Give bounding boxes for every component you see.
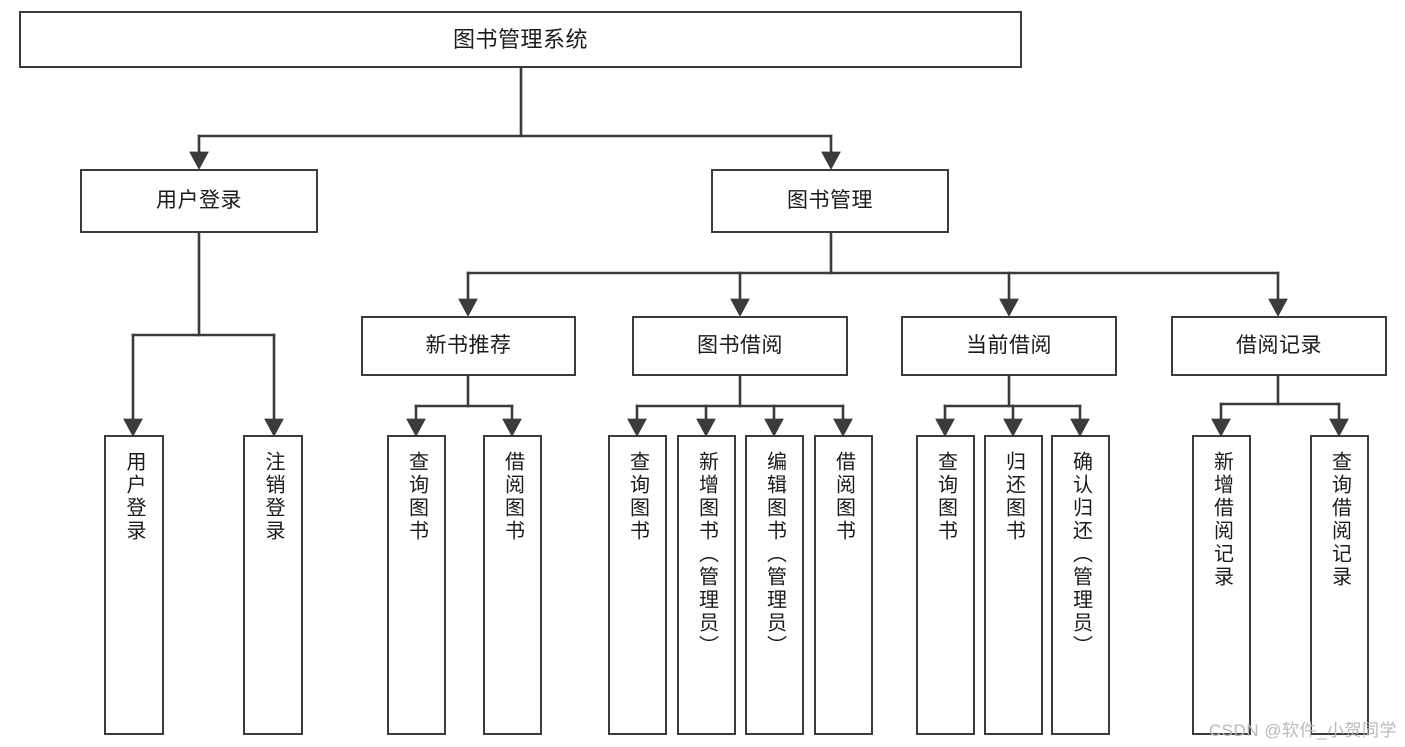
node-leaf-query-book-3-label: 查询图书 [934,451,957,543]
node-user-login-label: 用户登录 [156,188,242,212]
node-user-login[interactable]: 用户登录 [80,169,318,233]
node-leaf-borrow-book-2-label: 借阅图书 [832,451,855,543]
node-leaf-borrow-book-2[interactable]: 借阅图书 [814,435,873,735]
node-leaf-query-book-1-label: 查询图书 [405,451,428,543]
node-current-borrow[interactable]: 当前借阅 [901,316,1117,376]
node-leaf-user-login[interactable]: 用户登录 [104,435,164,735]
node-leaf-logout[interactable]: 注销登录 [243,435,303,735]
node-leaf-add-record[interactable]: 新增借阅记录 [1192,435,1251,735]
node-current-borrow-label: 当前借阅 [966,333,1052,357]
node-leaf-borrow-book-1-label: 借阅图书 [501,451,524,543]
node-leaf-add-book[interactable]: 新增图书（管理员） [677,435,736,735]
node-root[interactable]: 图书管理系统 [19,11,1022,68]
node-book-manage[interactable]: 图书管理 [711,169,949,233]
node-book-manage-label: 图书管理 [787,188,873,212]
node-leaf-query-record-label: 查询借阅记录 [1328,451,1351,589]
node-root-label: 图书管理系统 [452,26,588,52]
node-leaf-edit-book-label: 编辑图书（管理员） [763,451,786,658]
node-leaf-query-record[interactable]: 查询借阅记录 [1310,435,1369,735]
node-book-borrow[interactable]: 图书借阅 [632,316,848,376]
node-leaf-return-book-label: 归还图书 [1002,451,1025,543]
node-borrow-record[interactable]: 借阅记录 [1171,316,1387,376]
node-leaf-borrow-book-1[interactable]: 借阅图书 [483,435,542,735]
node-book-borrow-label: 图书借阅 [697,333,783,357]
node-leaf-query-book-2-label: 查询图书 [626,451,649,543]
node-leaf-edit-book[interactable]: 编辑图书（管理员） [745,435,804,735]
node-leaf-query-book-3[interactable]: 查询图书 [916,435,975,735]
node-new-book-recommend-label: 新书推荐 [425,333,512,357]
node-leaf-add-record-label: 新增借阅记录 [1210,451,1233,589]
node-leaf-add-book-label: 新增图书（管理员） [695,451,718,658]
node-leaf-return-book[interactable]: 归还图书 [984,435,1043,735]
node-borrow-record-label: 借阅记录 [1236,333,1322,357]
node-new-book-recommend[interactable]: 新书推荐 [361,316,576,376]
watermark-text: CSDN @软件_小贺同学 [1208,721,1397,740]
node-leaf-query-book-1[interactable]: 查询图书 [387,435,446,735]
node-leaf-logout-label: 注销登录 [262,451,284,543]
node-leaf-confirm-return[interactable]: 确认归还（管理员） [1051,435,1110,735]
node-leaf-user-login-label: 用户登录 [123,451,145,543]
node-leaf-query-book-2[interactable]: 查询图书 [608,435,667,735]
node-leaf-confirm-return-label: 确认归还（管理员） [1069,451,1092,658]
